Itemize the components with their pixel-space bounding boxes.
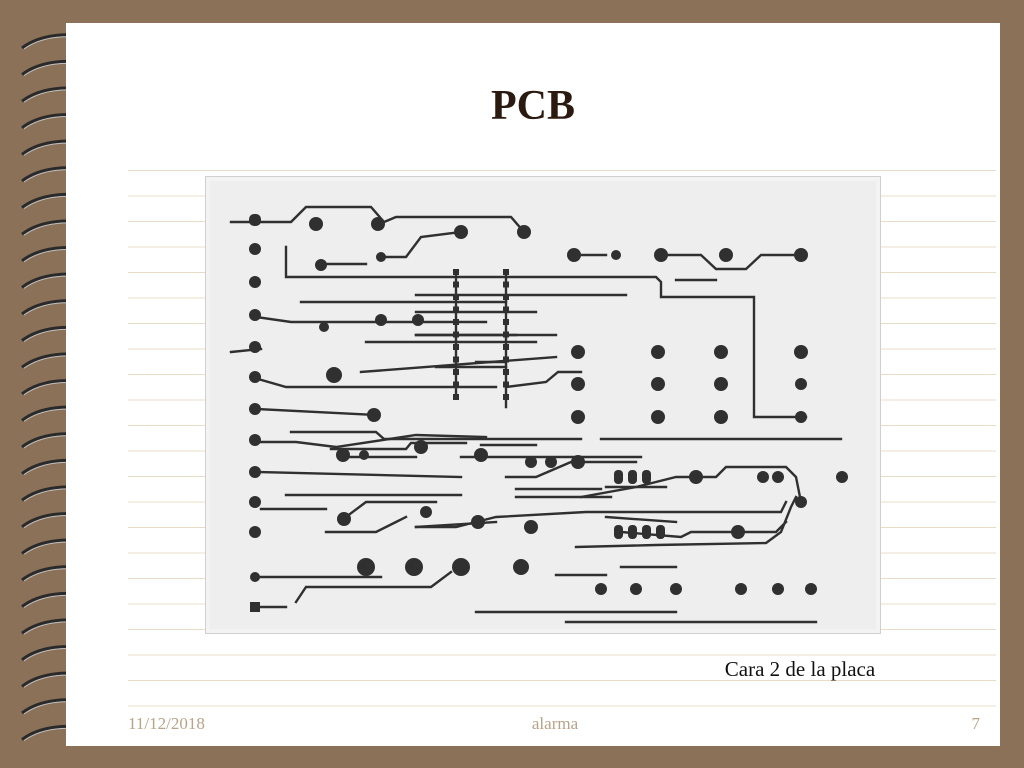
slide-title: PCB [491, 83, 575, 129]
footer-date: 11/12/2018 [128, 714, 205, 733]
pcb-artwork [229, 205, 848, 624]
pcb-layout-image [205, 176, 881, 634]
footer-title: alarma [531, 714, 579, 733]
slide-number: 7 [971, 714, 981, 733]
image-caption: Cara 2 de la placa [724, 657, 876, 681]
